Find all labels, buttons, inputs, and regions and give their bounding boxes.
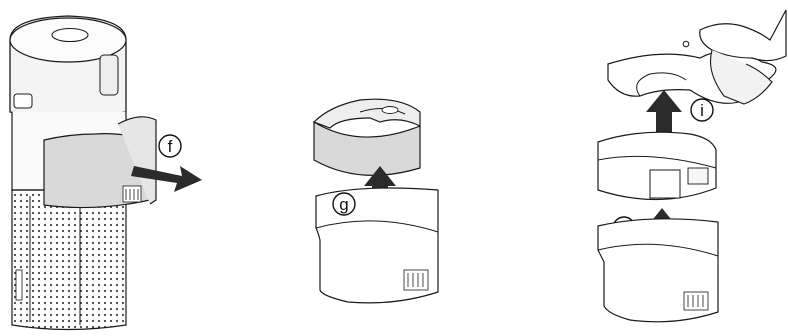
svg-text:i: i [700,101,704,120]
step-label-f: f [159,135,181,157]
panel-lift-insert: g [314,99,438,303]
tray-insert [314,99,420,175]
svg-text:g: g [339,195,348,214]
panel-remove-tray: f [10,16,202,330]
purifier-grille [12,190,126,330]
hand-with-cloth [608,10,786,104]
step-label-g: g [333,193,355,215]
middle-insert [598,132,716,199]
svg-text:f: f [168,137,173,156]
purifier-top-cap [10,16,126,117]
tray-base-right [598,219,718,322]
step-label-i: i [691,99,713,121]
panel-clean-parts: i h [598,10,786,322]
